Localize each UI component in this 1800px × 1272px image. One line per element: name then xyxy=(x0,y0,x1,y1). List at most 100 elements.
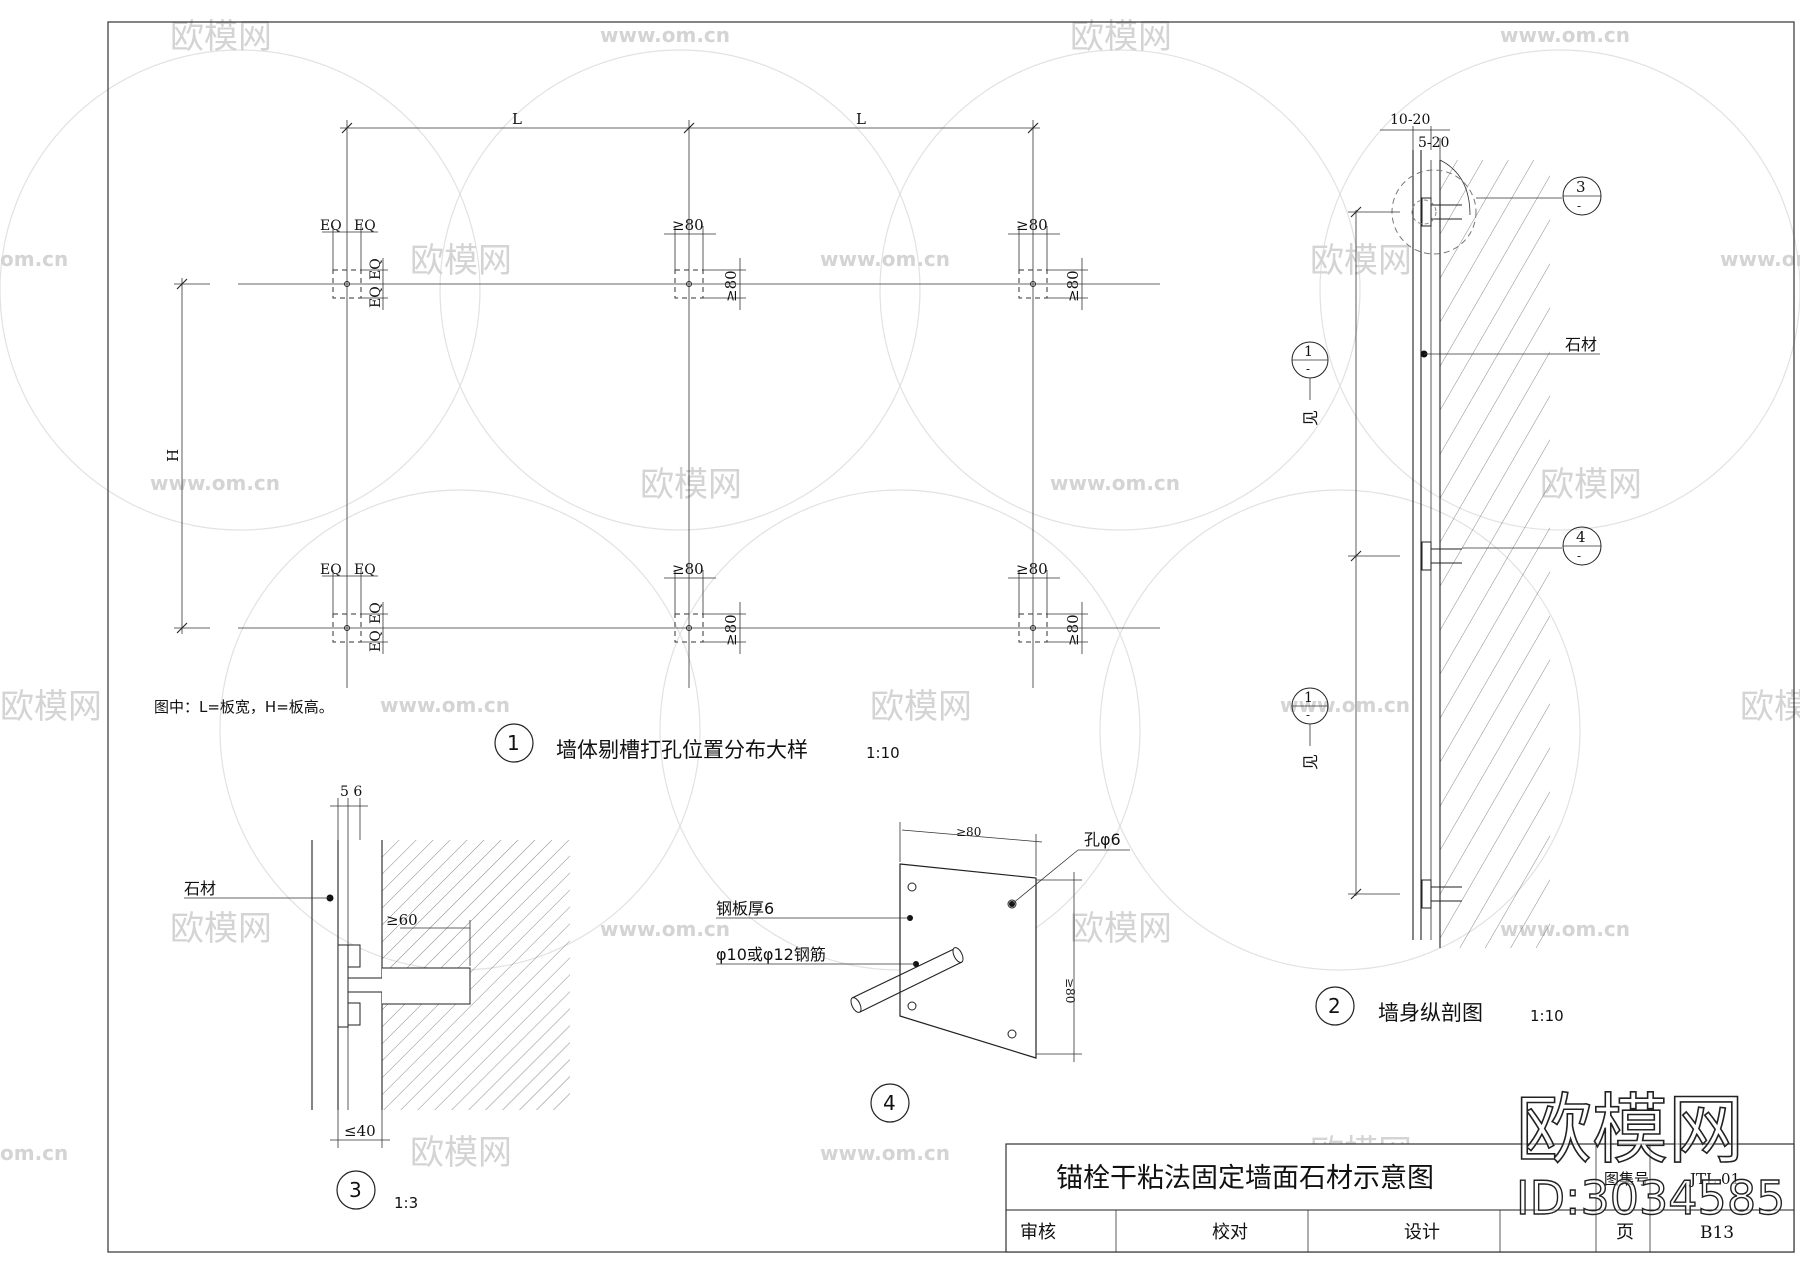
anchor-mid xyxy=(1421,541,1462,571)
eq-label: EQ xyxy=(368,286,384,308)
ref-dash: - xyxy=(1577,199,1581,213)
watermark-logo: 欧模网 xyxy=(1540,465,1642,505)
ref-detail-1-lower: 1 - 见 xyxy=(1291,687,1329,770)
hole-label: 孔φ6 xyxy=(1084,830,1121,849)
detail-1-scale: 1:10 xyxy=(866,744,900,762)
atlas-label: 图集号 xyxy=(1604,1170,1649,1188)
hole-top-mid: ≥80 ≥80 xyxy=(664,216,746,310)
eq-label: EQ xyxy=(368,258,384,280)
hole-bottom-right: ≥80 ≥80 xyxy=(1008,560,1088,654)
detail-1-title: 墙体剔槽打孔位置分布大样 xyxy=(556,738,808,762)
ref-3-number: 3 xyxy=(1576,178,1586,196)
watermark-logo: 欧模网 xyxy=(0,687,102,727)
hole-top-right: ≥80 ≥80 xyxy=(1008,216,1088,310)
detail-3-scale: 1:3 xyxy=(394,1194,418,1212)
hole-bottom-left: EQ EQ EQ EQ xyxy=(320,562,388,654)
detail-2-wall-section: 10-20 5-20 1 xyxy=(1291,112,1602,1026)
eq-label: EQ xyxy=(368,602,384,624)
detail-4-number-circle xyxy=(870,1083,910,1123)
detail-1-hole-layout: L L H EQ EQ EQ EQ xyxy=(154,110,1160,763)
ref-detail-3: 3 - xyxy=(1562,176,1602,216)
detail-3-number: 3 xyxy=(349,1178,362,1202)
watermark-url: www.om.cn xyxy=(1280,693,1410,717)
watermark-logo: 欧模网 xyxy=(1310,241,1412,281)
page-number: B13 xyxy=(1700,1223,1734,1243)
detail-2-scale: 1:10 xyxy=(1530,1007,1564,1025)
ref-4-number: 4 xyxy=(1576,528,1586,546)
ref-dash: - xyxy=(1577,549,1581,563)
ge80-label: ≥80 xyxy=(672,560,704,578)
eq-label: EQ xyxy=(354,562,376,578)
id-text: ID:3034585 xyxy=(1516,1171,1785,1225)
watermark-layer: 欧模网 欧模网 欧模网 欧模网 欧模网 欧模网 欧模网 欧模网 欧模网 欧模网 … xyxy=(0,17,1800,1173)
hole-bottom-mid: ≥80 ≥80 xyxy=(664,560,746,654)
ref-1-number: 1 xyxy=(1304,690,1313,706)
watermark-url: www.om.cn xyxy=(1050,471,1180,495)
dim-5-20: 5-20 xyxy=(1418,135,1449,151)
ref-jian: 见 xyxy=(1301,410,1320,426)
ge80-label: ≥80 xyxy=(672,216,704,234)
ref-dash: - xyxy=(1306,362,1310,376)
plate-label: 钢板厚6 xyxy=(716,899,774,918)
detail-2-title: 墙身纵剖图 xyxy=(1378,1001,1483,1025)
dim-L-2: L xyxy=(856,110,866,128)
watermark-url: www.om.cn xyxy=(600,23,730,47)
rebar-label: φ10或φ12钢筋 xyxy=(716,945,826,964)
watermark-url: www.om.cn xyxy=(600,917,730,941)
stone-label: 石材 xyxy=(1565,335,1597,354)
ge80-label: ≥80 xyxy=(1064,614,1082,646)
watermark-logo: 欧模网 xyxy=(1740,687,1800,727)
corner-watermark: 欧模网 ID:3034585 xyxy=(1515,1084,1786,1226)
dim-ge60: ≥60 xyxy=(386,911,418,929)
ref-dash: - xyxy=(1306,708,1310,722)
detail-1-note: 图中：L=板宽，H=板高。 xyxy=(154,698,334,716)
detail-1-number-circle xyxy=(494,723,534,763)
check-label: 校对 xyxy=(1212,1222,1248,1243)
watermark-logo: 欧模网 xyxy=(170,909,272,949)
watermark-url: om.cn xyxy=(0,1141,68,1165)
page-label: 页 xyxy=(1616,1222,1634,1243)
ge80-label: ≥80 xyxy=(722,614,740,646)
dim-H: H xyxy=(164,449,182,462)
watermark-logo: 欧模网 xyxy=(640,465,742,505)
eq-label: EQ xyxy=(320,218,342,234)
dim-ge80-side: ≥80 xyxy=(1063,978,1077,1003)
ge80-label: ≥80 xyxy=(1016,560,1048,578)
anchor-bottom xyxy=(1421,879,1462,909)
watermark-logos: 欧模网 欧模网 欧模网 欧模网 欧模网 欧模网 欧模网 欧模网 欧模网 欧模网 … xyxy=(0,17,1800,1173)
ref-detail-1-upper: 1 - 见 xyxy=(1291,341,1329,426)
eq-label: EQ xyxy=(354,218,376,234)
eq-label: EQ xyxy=(320,562,342,578)
detail-2-number-circle xyxy=(1315,986,1355,1026)
detail-3-number-circle xyxy=(336,1170,376,1210)
ref-detail-4: 4 - xyxy=(1562,526,1602,566)
watermark-logo: 欧模网 xyxy=(410,241,512,281)
detail-1-number: 1 xyxy=(507,731,520,755)
ge80-label: ≥80 xyxy=(1016,216,1048,234)
ge80-label: ≥80 xyxy=(722,270,740,302)
detail-2-number: 2 xyxy=(1328,994,1341,1018)
dim-L-1: L xyxy=(512,110,522,128)
detail-3-anchor-detail: 5 6 ≥60 石材 ≤40 3 1:3 xyxy=(184,784,570,1212)
hole-top-left: EQ EQ EQ EQ xyxy=(320,218,388,310)
watermark-logo: 欧模网 xyxy=(1070,909,1172,949)
dim-le40: ≤40 xyxy=(344,1122,376,1140)
review-label: 审核 xyxy=(1020,1222,1056,1243)
sheet-border xyxy=(107,21,1795,1253)
ref-1-number: 1 xyxy=(1304,344,1313,360)
detail-4-plate-rebar: ≥80 ≥80 孔φ6 钢板厚6 φ10或φ12钢筋 4 xyxy=(716,822,1130,1123)
ge80-label: ≥80 xyxy=(1064,270,1082,302)
atlas-number: JTL-01 xyxy=(1688,1170,1740,1188)
watermark-urls: www.om.cn www.om.cn om.cn www.om.cn www.… xyxy=(0,23,1800,1165)
big-logo-text: 欧模网 xyxy=(1516,1085,1744,1174)
drawing-title: 锚栓干粘法固定墙面石材示意图 xyxy=(1056,1163,1434,1194)
dim-ge80-top: ≥80 xyxy=(956,825,981,839)
design-label: 设计 xyxy=(1404,1222,1440,1243)
ref-jian: 见 xyxy=(1301,754,1320,770)
watermark-url: www.om.cn xyxy=(150,471,280,495)
detail-4-number: 4 xyxy=(883,1091,896,1115)
title-block: 锚栓干粘法固定墙面石材示意图 图集号 JTL-01 审核 校对 设计 页 B13 xyxy=(1005,1143,1795,1253)
watermark-logo: 欧模网 xyxy=(410,1133,512,1173)
watermark-url: www.om.cn xyxy=(1500,23,1630,47)
